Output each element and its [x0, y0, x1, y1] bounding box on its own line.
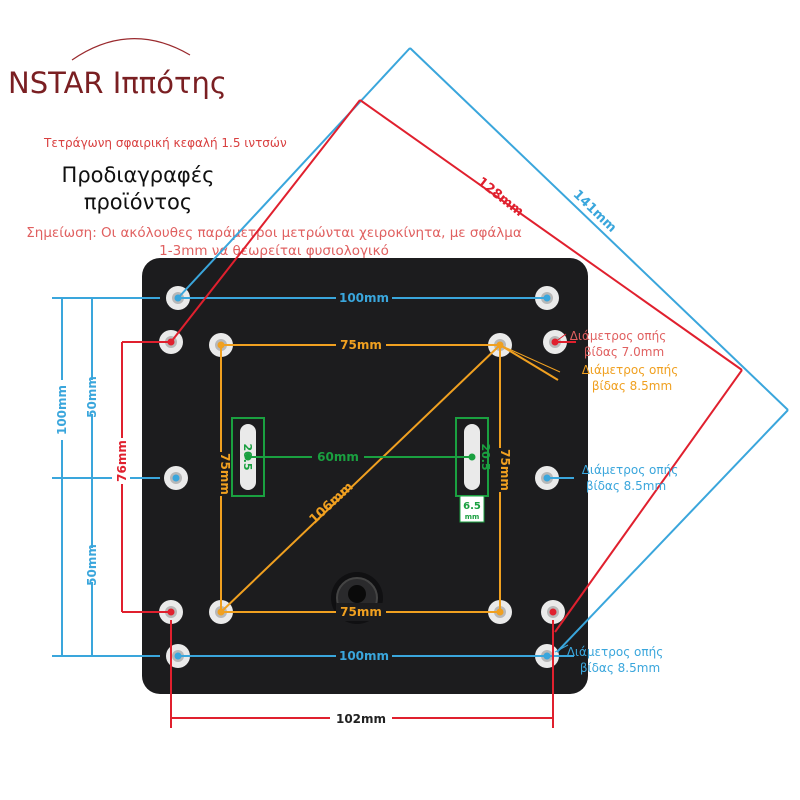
dim-orange-bottom-75: 75mm: [340, 605, 382, 619]
label-backgrounds-white: [53, 380, 392, 728]
callout-hole-85-mid-line1: Διάμετρος οπής: [582, 463, 679, 477]
dim-orange-top-75: 75mm: [340, 338, 382, 352]
label-backgrounds: [212, 289, 510, 665]
dim-green-60: 60mm: [317, 450, 359, 464]
measurement-dots: [167, 294, 559, 660]
callout-hole-85-bottom-line1: Διάμετρος οπής: [567, 645, 664, 659]
brand-name: NSTAR Ιππότης: [8, 66, 227, 100]
dim-slot-left-20-5: 20.5: [241, 443, 254, 470]
dim-slot-6-5: 6.5: [463, 501, 481, 512]
dim-orange-left-75: 75mm: [218, 453, 232, 495]
subtitle: Τετράγωνη σφαιρική κεφαλή 1.5 ιντσών: [44, 136, 287, 150]
callout-hole-85-bottom-line2: βίδας 8.5mm: [580, 661, 660, 675]
dim-left-76: 76mm: [115, 440, 129, 482]
dim-slot-6-5-unit: mm: [465, 513, 480, 521]
dim-left-50-bottom: 50mm: [85, 544, 99, 586]
dim-bottom-100: 100mm: [339, 649, 389, 663]
page-title: Προδιαγραφές προϊόντος: [61, 163, 215, 214]
callout-leaders: [499, 333, 569, 653]
callout-hole-85-orange-line2: βίδας 8.5mm: [592, 379, 672, 393]
dim-top-100: 100mm: [339, 291, 389, 305]
callout-hole-7-line2: βίδας 7.0mm: [584, 345, 664, 359]
callout-hole-7-line1: Διάμετρος οπής: [570, 329, 667, 343]
slot-right: [455, 417, 489, 523]
blue-dimension-lines: [52, 47, 789, 657]
dim-bottom-102: 102mm: [336, 712, 386, 726]
dim-left-100: 100mm: [55, 385, 69, 435]
callout-hole-85-mid-line2: βίδας 8.5mm: [586, 479, 666, 493]
dim-left-50-top: 50mm: [85, 376, 99, 418]
callout-hole-85-orange-line1: Διάμετρος οπής: [582, 363, 679, 377]
dim-orange-right-75: 75mm: [498, 449, 512, 491]
dim-slot-right-20-5: 20.5: [479, 443, 492, 470]
